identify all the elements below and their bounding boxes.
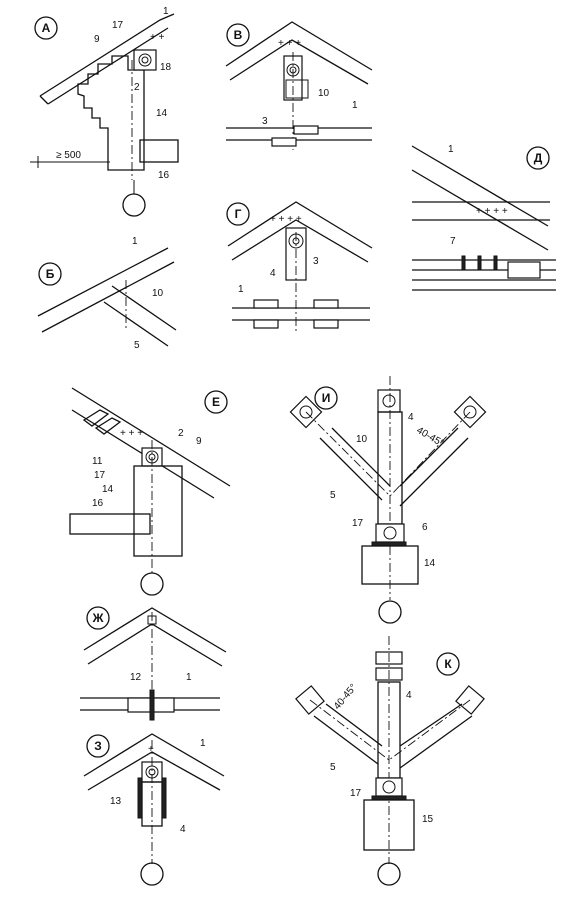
panel-v-letter: В (234, 28, 243, 42)
svg-text:+ + + +: + + + + (270, 214, 302, 225)
panel-i-callout-17: 17 (352, 518, 364, 529)
panel-a-callout-1: 1 (163, 6, 169, 17)
panel-a-callout-14: 14 (156, 108, 168, 119)
panel-g-callout-4: 4 (270, 268, 276, 279)
panel-a: А + + ≥ 500 1 17 9 18 2 14 16 (30, 6, 179, 217)
panel-i-callout-6: 6 (422, 522, 428, 533)
svg-text:+ + +: + + + (120, 428, 143, 439)
panel-a-callout-18: 18 (160, 62, 172, 73)
panel-b-letter: Б (46, 267, 55, 281)
panel-v: В + + + 10 3 1 (225, 21, 373, 150)
panel-a-dimension: ≥ 500 (56, 150, 81, 161)
panel-e-callout-14: 14 (102, 484, 114, 495)
panel-a-wall (77, 55, 145, 171)
svg-text:+ +: + + (150, 32, 165, 43)
panel-a-letter: А (42, 21, 51, 35)
panel-d-callout-7: 7 (450, 236, 456, 247)
panel-v-rafters (225, 21, 373, 85)
panel-i-callout-5: 5 (330, 490, 336, 501)
panel-a-callout-9: 9 (94, 34, 100, 45)
panel-a-callout-17: 17 (112, 20, 124, 31)
svg-text:+: + (148, 744, 154, 755)
panel-v-callout-3: 3 (262, 116, 268, 127)
panel-a-letter-circle (34, 16, 58, 40)
panel-i-angle: 40-45° (415, 425, 446, 449)
panel-g-letter: Г (235, 207, 242, 221)
panel-g-callout-3: 3 (313, 256, 319, 267)
panel-e-callout-9: 9 (196, 436, 202, 447)
panel-e-callout-2: 2 (178, 428, 184, 439)
panel-b-callout-5: 5 (134, 340, 140, 351)
panel-a-axis-circle (122, 193, 146, 217)
panel-k: К 4 40-45° 5 17 15 (295, 636, 485, 886)
panel-b-callout-10: 10 (152, 288, 164, 299)
panel-k-callout-5: 5 (330, 762, 336, 773)
panel-a-mauerlat (133, 49, 157, 71)
panel-k-callout-4: 4 (406, 690, 412, 701)
panel-e-letter: Е (212, 395, 220, 409)
panel-k-letter: К (444, 657, 452, 671)
panel-z: З + 1 13 4 (83, 733, 225, 886)
panel-v-callout-10: 10 (318, 88, 330, 99)
panel-zh: Ж 12 1 (80, 606, 227, 721)
panel-a-slab (139, 139, 179, 163)
panel-a-callout-2: 2 (134, 82, 140, 93)
panel-d: Д + + + + 1 7 (411, 144, 556, 291)
panel-i: И 4 40-45° 10 5 17 6 14 (289, 376, 487, 624)
panel-i-letter: И (322, 391, 331, 405)
panel-i-callout-10: 10 (356, 434, 368, 445)
panel-i-callout-14: 14 (424, 558, 436, 569)
panel-zh-callout-12: 12 (130, 672, 142, 683)
svg-text:+ + +: + + + (278, 38, 301, 49)
panel-e-callout-11: 11 (92, 456, 103, 467)
panel-z-callout-1: 1 (200, 738, 206, 749)
panel-z-callout-4: 4 (180, 824, 186, 835)
panel-b-callout-1: 1 (132, 236, 138, 247)
svg-text:+ + + +: + + + + (476, 206, 508, 217)
panel-d-letter: Д (534, 151, 543, 165)
panel-k-callout-17: 17 (350, 788, 362, 799)
panel-g: Г + + + + 3 4 1 (226, 201, 373, 332)
panel-zh-letter: Ж (92, 611, 104, 625)
panel-z-letter: З (94, 739, 102, 753)
panel-z-callout-13: 13 (110, 796, 122, 807)
panel-a-rafter (39, 13, 175, 105)
panel-zh-callout-1: 1 (186, 672, 192, 683)
panel-e: Е + + + 2 9 11 17 14 16 (69, 387, 231, 596)
panel-g-callout-1: 1 (238, 284, 244, 295)
panel-k-callout-15: 15 (422, 814, 434, 825)
panel-e-callout-16: 16 (92, 498, 104, 509)
panel-b: Б 1 10 5 (37, 236, 177, 351)
panel-k-angle: 40-45° (332, 682, 359, 712)
panel-a-callout-16: 16 (158, 170, 170, 181)
panel-e-callout-17: 17 (94, 470, 106, 481)
panel-v-callout-1: 1 (352, 100, 358, 111)
panel-b-members (37, 247, 177, 347)
panel-e-wall (133, 465, 183, 557)
panel-d-callout-1: 1 (448, 144, 454, 155)
panel-i-callout-4: 4 (408, 412, 414, 423)
